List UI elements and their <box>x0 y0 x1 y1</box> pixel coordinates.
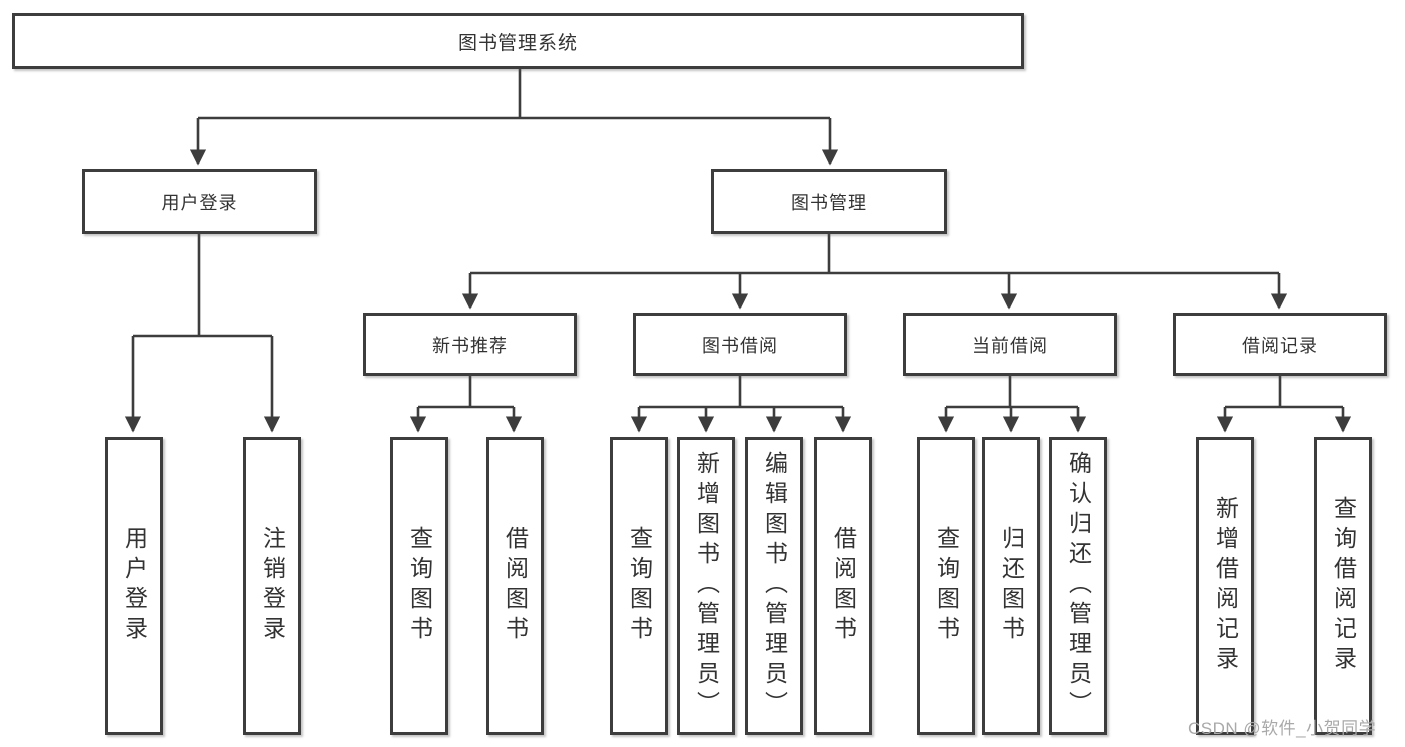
node-book-management: 图书管理 <box>711 169 947 234</box>
leaf-label: 借阅图书 <box>830 526 857 646</box>
leaf-logout: 注销登录 <box>243 437 301 735</box>
leaf-recommend-borrow-books: 借阅图书 <box>486 437 544 735</box>
leaf-edit-books-admin: 编辑图书（管理员） <box>745 437 803 735</box>
leaf-label: 新增图书（管理员） <box>693 451 720 721</box>
node-borrowing-records: 借阅记录 <box>1173 313 1387 376</box>
leaf-label: 用户登录 <box>121 526 148 646</box>
node-user-login: 用户登录 <box>82 169 317 234</box>
leaf-label: 新增借阅记录 <box>1212 496 1239 676</box>
leaf-label: 编辑图书（管理员） <box>761 451 788 721</box>
leaf-return-books: 归还图书 <box>982 437 1040 735</box>
leaf-label: 查询图书 <box>933 526 960 646</box>
leaf-label: 查询图书 <box>626 526 653 646</box>
leaf-label: 查询借阅记录 <box>1330 496 1357 676</box>
node-label: 当前借阅 <box>972 335 1048 356</box>
leaf-label: 查询图书 <box>406 526 433 646</box>
csdn-watermark: CSDN @软件_小贺同学 <box>1188 719 1377 738</box>
node-label: 新书推荐 <box>432 335 508 356</box>
node-book-borrowing: 图书借阅 <box>633 313 847 376</box>
node-label: 借阅记录 <box>1242 335 1318 356</box>
leaf-add-books-admin: 新增图书（管理员） <box>677 437 735 735</box>
leaf-confirm-return-admin: 确认归还（管理员） <box>1049 437 1107 735</box>
leaf-label: 归还图书 <box>998 526 1025 646</box>
leaf-label: 借阅图书 <box>502 526 529 646</box>
leaf-borrow-books: 借阅图书 <box>814 437 872 735</box>
node-label: 图书管理 <box>791 192 867 213</box>
node-label: 图书借阅 <box>702 335 778 356</box>
leaf-query-borrow-record: 查询借阅记录 <box>1314 437 1372 735</box>
leaf-recommend-query-books: 查询图书 <box>390 437 448 735</box>
leaf-current-query-books: 查询图书 <box>917 437 975 735</box>
leaf-user-login: 用户登录 <box>105 437 163 735</box>
leaf-label: 确认归还（管理员） <box>1065 451 1092 721</box>
node-new-book-recommendation: 新书推荐 <box>363 313 577 376</box>
leaf-label: 注销登录 <box>259 526 286 646</box>
node-library-management-system: 图书管理系统 <box>12 13 1024 69</box>
node-label: 用户登录 <box>161 192 238 213</box>
leaf-borrow-query-books: 查询图书 <box>610 437 668 735</box>
leaf-add-borrow-record: 新增借阅记录 <box>1196 437 1254 735</box>
node-current-borrowing: 当前借阅 <box>903 313 1117 376</box>
node-label: 图书管理系统 <box>457 32 578 54</box>
